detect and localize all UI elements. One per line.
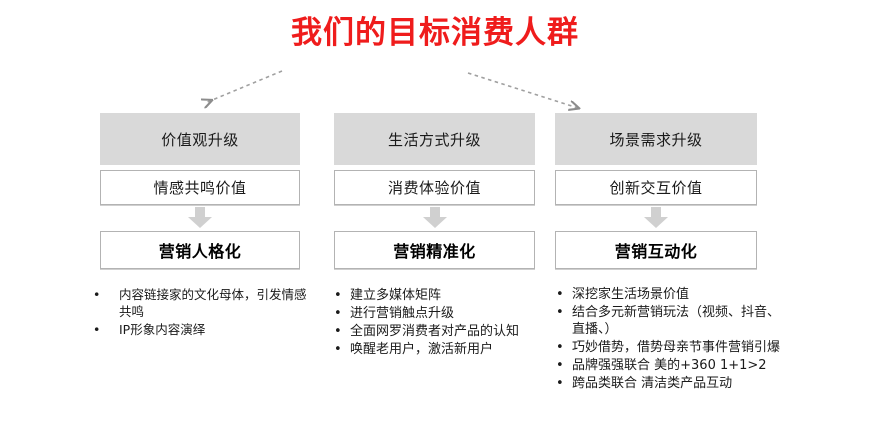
list-item: • 品牌强强联合 美的+360 1+1>2 — [556, 357, 786, 374]
bullet-marker-icon: • — [556, 287, 564, 302]
column-emphasis-2: 营销精准化 — [334, 231, 535, 269]
bullet-marker-icon: • — [334, 288, 342, 303]
column-lifestyle-upgrade: 生活方式升级 消费体验价值 营销精准化 — [334, 113, 535, 269]
list-item: • IP形象内容演绎 — [93, 321, 308, 338]
column-emphasis-3: 营销互动化 — [555, 231, 757, 269]
list-item-label: 进行营销触点升级 — [350, 306, 455, 321]
list-item-label: 品牌强强联合 美的+360 1+1>2 — [572, 358, 767, 373]
bullet-list-column-1: • 内容链接家的文化母体，引发情感共鸣 • IP形象内容演绎 — [93, 286, 308, 339]
list-item: • 跨品类联合 清洁类产品互动 — [556, 375, 786, 392]
down-arrow-icon — [644, 207, 668, 228]
column-value-upgrade: 价值观升级 情感共鸣价值 营销人格化 — [100, 113, 300, 269]
connector-arrow-3 — [555, 205, 757, 231]
column-emphasis-1: 营销人格化 — [100, 231, 300, 269]
list-item: • 进行营销触点升级 — [334, 305, 534, 322]
bullet-marker-icon: • — [556, 376, 564, 391]
list-item-label: 深挖家生活场景价值 — [572, 287, 690, 302]
bullet-marker-icon: • — [556, 340, 564, 355]
column-header-2: 生活方式升级 — [334, 113, 535, 165]
arrow-left-dashed — [205, 70, 283, 103]
bullet-marker-icon: • — [556, 358, 564, 373]
list-item-label: IP形象内容演绎 — [119, 322, 206, 337]
list-item-label: 内容链接家的文化母体，引发情感共鸣 — [119, 287, 307, 319]
connector-arrow-2 — [334, 205, 535, 231]
bullet-list-column-2: • 建立多媒体矩阵 • 进行营销触点升级 • 全面网罗消费者对产品的认知 • 唤醒老用户，激活… — [334, 287, 534, 359]
bullet-marker-icon: • — [334, 324, 342, 339]
list-item: • 全面网罗消费者对产品的认知 — [334, 323, 534, 340]
list-item: • 内容链接家的文化母体，引发情感共鸣 — [93, 286, 308, 320]
column-sub-1: 情感共鸣价值 — [100, 170, 300, 205]
list-item-label: 全面网罗消费者对产品的认知 — [350, 324, 520, 339]
down-arrow-icon — [188, 207, 212, 228]
arrow-right-dashed — [467, 72, 578, 108]
list-item: • 建立多媒体矩阵 — [334, 287, 534, 304]
list-item: • 深挖家生活场景价值 — [556, 286, 786, 303]
list-item: • 结合多元新营销玩法（视频、抖音、直播、） — [556, 304, 786, 338]
list-item-label: 唤醒老用户，激活新用户 — [350, 342, 494, 357]
connector-arrow-1 — [100, 205, 300, 231]
bullet-marker-icon: • — [93, 322, 101, 337]
column-header-1: 价值观升级 — [100, 113, 300, 165]
list-item: • 巧妙借势，借势母亲节事件营销引爆 — [556, 339, 786, 356]
column-sub-3: 创新交互价值 — [555, 170, 757, 205]
column-header-3: 场景需求升级 — [555, 113, 757, 165]
list-item-label: 跨品类联合 清洁类产品互动 — [572, 376, 733, 391]
column-scenario-demand-upgrade: 场景需求升级 创新交互价值 营销互动化 — [555, 113, 757, 269]
list-item-label: 结合多元新营销玩法（视频、抖音、直播、） — [572, 305, 781, 337]
list-item: • 唤醒老用户，激活新用户 — [334, 341, 534, 358]
list-item-label: 建立多媒体矩阵 — [350, 288, 442, 303]
page-title: 我们的目标消费人群 — [291, 15, 579, 51]
column-sub-2: 消费体验价值 — [334, 170, 535, 205]
bullet-marker-icon: • — [334, 306, 342, 321]
bullet-marker-icon: • — [93, 287, 101, 302]
down-arrow-icon — [422, 207, 447, 228]
bullet-list-column-3: • 深挖家生活场景价值 • 结合多元新营销玩法（视频、抖音、直播、） • 巧妙借势，借势母… — [556, 286, 786, 393]
bullet-marker-icon: • — [556, 305, 564, 320]
list-item-label: 巧妙借势，借势母亲节事件营销引爆 — [572, 340, 781, 355]
bullet-marker-icon: • — [334, 342, 342, 357]
